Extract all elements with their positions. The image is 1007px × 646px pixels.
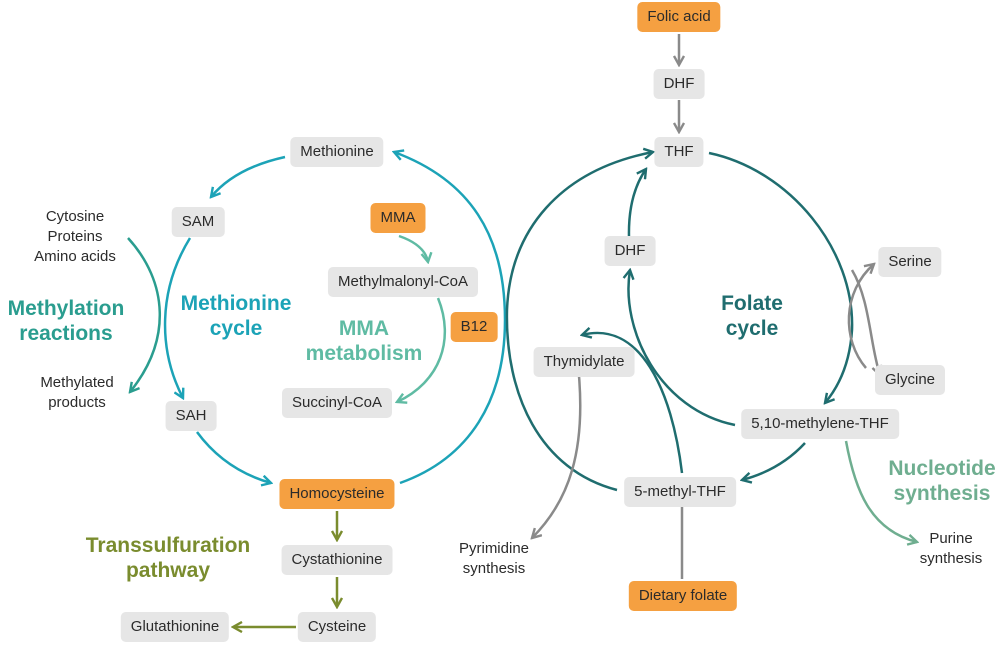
cystathionine-node: Cystathionine — [281, 545, 393, 575]
dhf-mid-node: DHF — [604, 236, 656, 266]
glycine-node: Glycine — [874, 365, 946, 395]
methylation-substrates-label: Cytosine Proteins Amino acids — [34, 207, 116, 267]
methylmalonyl-coa-node: Methylmalonyl-CoA — [327, 267, 479, 297]
transsulfuration-arrows — [233, 511, 337, 627]
methylene-to-purine-arrow — [844, 440, 917, 542]
methionine-cycle-title: Methionine cycle — [181, 291, 292, 341]
proteins-text: Proteins — [47, 228, 103, 245]
transsulfuration-title-line2: pathway — [125, 559, 211, 582]
folic-acid-node: Folic acid — [637, 2, 721, 32]
sah-to-homocysteine-arrow — [195, 431, 271, 483]
dietary-folate-node: Dietary folate — [628, 581, 738, 611]
methylmalonyl-to-succinyl-arrow — [397, 297, 447, 402]
glutathionine-node: Glutathionine — [120, 612, 230, 642]
folate-title-line2: cycle — [725, 317, 779, 340]
cytosine-text: Cytosine — [45, 208, 105, 225]
methylene-to-dhf-arrow — [628, 270, 736, 427]
methionine-to-sam-arrow — [211, 155, 286, 197]
purine-text: Purine — [929, 530, 973, 547]
mma-to-methylmalonyl-arrow — [398, 234, 428, 262]
methylthf-to-thymidylate-arrow — [582, 333, 684, 474]
methylene-thf-node: 5,10-methylene-THF — [741, 409, 899, 439]
homocysteine-to-methionine-arrow — [394, 152, 507, 485]
methylthf-to-thf-arrow — [505, 152, 653, 492]
methionine-cycle-arrows — [163, 152, 507, 485]
pyrimidine-synthesis-text: synthesis — [462, 560, 526, 577]
serine-to-glycine-arrow — [850, 269, 880, 375]
purine-synthesis-text: synthesis — [919, 550, 983, 567]
methylation-reactions-title: Methylation reactions — [8, 296, 125, 346]
methylation-title-line2: reactions — [19, 322, 113, 345]
transsulfuration-pathway-title: Transsulfuration pathway — [86, 533, 251, 583]
folate-title-line1: Folate — [721, 292, 783, 315]
products-text: products — [48, 394, 106, 411]
glycine-to-serine-arrow — [847, 264, 874, 369]
methylene-to-methylthf-arrow — [742, 442, 806, 480]
methylated-products-label: Methylated products — [40, 373, 113, 413]
dhf-to-thf-arrow — [627, 169, 646, 238]
folate-cycle-title: Folate cycle — [721, 291, 783, 341]
dhf-top-node: DHF — [653, 69, 705, 99]
nucleotide-title-line2: synthesis — [893, 482, 991, 505]
mma-title-line1: MMA — [338, 317, 390, 340]
transsulfuration-title-line1: Transsulfuration — [85, 534, 251, 557]
sah-node: SAH — [165, 401, 217, 431]
methylation-arrow — [127, 237, 161, 392]
pyrimidine-text: Pyrimidine — [458, 540, 530, 557]
methyl-thf-node: 5-methyl-THF — [624, 477, 736, 507]
nucleotide-title-line1: Nucleotide — [888, 457, 996, 480]
cysteine-node: Cysteine — [297, 612, 377, 642]
mma-arrows — [397, 234, 447, 402]
mma-title-line2: metabolism — [305, 342, 423, 365]
thf-to-methylene-arrow — [708, 151, 854, 403]
homocysteine-node: Homocysteine — [279, 479, 395, 509]
thf-node: THF — [654, 137, 704, 167]
nucleotide-synthesis-title: Nucleotide synthesis — [888, 456, 995, 506]
methionine-title-line2: cycle — [209, 317, 263, 340]
sam-node: SAM — [171, 207, 225, 237]
purine-synthesis-label: Purine synthesis — [920, 529, 983, 569]
succinyl-coa-node: Succinyl-CoA — [281, 388, 393, 418]
mma-node: MMA — [370, 203, 426, 233]
methylation-title-line1: Methylation — [7, 297, 125, 320]
neutral-arrows — [532, 34, 880, 579]
methylated-text: Methylated — [40, 374, 114, 391]
methionine-node: Methionine — [290, 137, 384, 167]
amino-acids-text: Amino acids — [34, 248, 116, 265]
thymidylate-to-pyrimidine-arrow — [532, 375, 582, 538]
mma-metabolism-title: MMA metabolism — [306, 316, 423, 366]
methionine-title-line1: Methionine — [180, 292, 292, 315]
thymidylate-node: Thymidylate — [533, 347, 635, 377]
b12-node: B12 — [450, 312, 498, 342]
folate-cycle-arrows — [505, 151, 854, 492]
serine-node: Serine — [878, 247, 942, 277]
pyrimidine-synthesis-label: Pyrimidine synthesis — [459, 539, 529, 579]
sam-to-sah-arrow — [163, 237, 192, 398]
